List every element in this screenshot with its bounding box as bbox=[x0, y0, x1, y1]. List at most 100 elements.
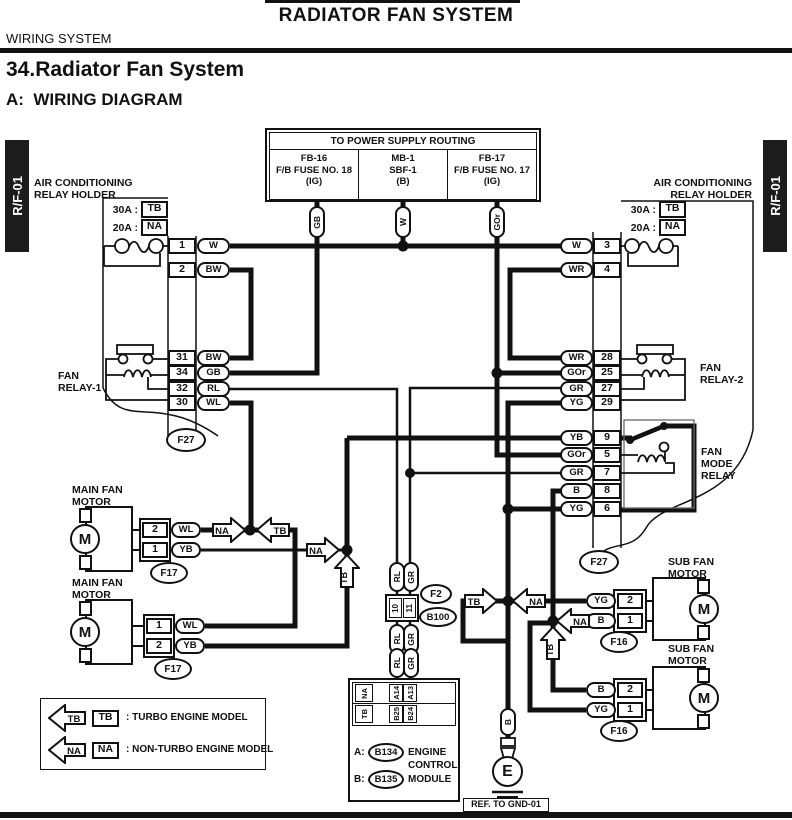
fuse-mb1-desc: SBF-1 bbox=[389, 164, 417, 176]
connector-f16-1: F16 bbox=[600, 631, 638, 653]
ecm-hdr-tb-label: TB bbox=[359, 709, 369, 719]
wire-tag-w-label: W bbox=[398, 217, 408, 227]
marker-na-arrow-1: NA bbox=[212, 517, 246, 543]
fan-relay-2-l1: FAN bbox=[700, 362, 721, 374]
main-fan-1-label: MAIN FAN MOTOR bbox=[72, 484, 162, 508]
connector-f2: F2 bbox=[420, 584, 452, 604]
pin-4: 4 bbox=[593, 262, 621, 278]
sub-fan-2-brush-bottom bbox=[697, 714, 710, 729]
pin-5: 5 bbox=[593, 447, 621, 463]
main-fan-1-body bbox=[85, 506, 133, 572]
pin-7-color: GR bbox=[560, 465, 593, 481]
left-30a-tag: TB bbox=[141, 201, 168, 218]
legend-na-text: : NON-TURBO ENGINE MODEL bbox=[126, 744, 274, 755]
pin-3-color: W bbox=[560, 238, 593, 254]
pin-8-color: B bbox=[560, 483, 593, 499]
pin-4-color: WR bbox=[560, 262, 593, 278]
fuse-fb17-type: (IG) bbox=[483, 176, 501, 187]
fuse-symbol-right bbox=[621, 238, 679, 267]
svg-text:TB: TB bbox=[68, 714, 81, 725]
mid-pin-11-label: 11 bbox=[405, 603, 414, 613]
sub-fan-1-pin-1-color: B bbox=[586, 613, 616, 629]
wire-tag-w: W bbox=[395, 206, 411, 238]
svg-text:TB: TB bbox=[339, 572, 349, 584]
pin-34-color: GB bbox=[197, 365, 230, 381]
fan-mode-relay-l1: FAN bbox=[701, 446, 722, 458]
fuse-fb16-id: FB-16 bbox=[300, 153, 328, 164]
fan-relay-1-symbol bbox=[105, 344, 168, 401]
fuse-cell-mb1: MB-1 SBF-1 (B) bbox=[358, 150, 447, 199]
ecm-hdr-na-label: NA bbox=[359, 687, 369, 699]
legend-na-arrow-icon: NA bbox=[48, 736, 86, 764]
top-edge-artifact bbox=[265, 0, 520, 3]
mid-tag-gr-low-label: GR bbox=[406, 656, 416, 670]
right-30a-tag: TB bbox=[659, 201, 686, 218]
sub-fan-1-pin-1: 1 bbox=[617, 613, 643, 629]
mid-pin-11: 11 bbox=[403, 598, 416, 618]
pin-1: 1 bbox=[168, 238, 196, 254]
fuse-cell-fb16: FB-16 F/B FUSE NO. 18 (IG) bbox=[270, 150, 358, 199]
main-fan-2-label: MAIN FAN MOTOR bbox=[72, 577, 162, 601]
main-fan-2-motor-icon: M bbox=[70, 617, 100, 647]
main-fan-2-pin-2: 2 bbox=[146, 638, 172, 654]
ecm-pin-b25: B25 bbox=[389, 705, 403, 723]
page-title: RADIATOR FAN SYSTEM bbox=[278, 5, 514, 26]
sub-fan-1-motor-icon: M bbox=[689, 594, 719, 624]
svg-text:TB: TB bbox=[468, 597, 481, 608]
legend-box bbox=[40, 698, 266, 770]
sub-fan-2-l1: SUB FAN bbox=[668, 643, 715, 655]
ecm-hdr-na: NA bbox=[355, 684, 373, 702]
pin-25: 25 bbox=[593, 365, 621, 381]
pin-9-color: YB bbox=[560, 430, 593, 446]
svg-text:NA: NA bbox=[309, 546, 323, 557]
pin-2: 2 bbox=[168, 262, 196, 278]
left-holder-label: AIR CONDITIONING RELAY HOLDER bbox=[34, 177, 164, 201]
page-tab-left-label: R/F-01 bbox=[9, 176, 25, 216]
main-fan-2-brush-bottom bbox=[79, 648, 92, 663]
sub-fan-2-pin-1: 1 bbox=[617, 702, 643, 718]
marker-tb-arrow-up-2: TB bbox=[540, 626, 566, 660]
main-fan-1-pin-1: 1 bbox=[142, 542, 168, 558]
right-20a-tag: NA bbox=[659, 219, 686, 236]
fuse-fb17-desc: F/B FUSE NO. 17 bbox=[453, 164, 530, 176]
main-fan-2-l2: MOTOR bbox=[72, 589, 111, 601]
sub-fan-2-pin-2-color: B bbox=[586, 682, 616, 698]
svg-text:NA: NA bbox=[573, 617, 587, 628]
main-fan-2-pin-1-color: WL bbox=[175, 618, 205, 634]
ecm-name-l2: CONTROL bbox=[408, 760, 458, 771]
legend-tb-tag: TB bbox=[92, 710, 119, 727]
connector-b134: B134 bbox=[368, 743, 404, 762]
connector-f27-left: F27 bbox=[166, 428, 206, 452]
ground-ref-label: REF. TO GND-01 bbox=[463, 798, 549, 812]
pin-30: 30 bbox=[168, 395, 196, 411]
pin-31: 31 bbox=[168, 350, 196, 366]
left-20a-label: 20A : bbox=[112, 222, 138, 234]
svg-text:TB: TB bbox=[274, 526, 287, 537]
fan-mode-relay-l3: RELAY bbox=[701, 470, 736, 482]
main-fan-1-pin-2: 2 bbox=[142, 522, 168, 538]
mid-tag-rl-low-label: RL bbox=[392, 657, 402, 669]
ecm-a-prefix: A: bbox=[354, 747, 365, 758]
pin-5-color: GOr bbox=[560, 447, 593, 463]
sub-fan-2-pin-2: 2 bbox=[617, 682, 643, 698]
fan-mode-relay-l2: MODE bbox=[701, 458, 733, 470]
mid-tag-gr-top: GR bbox=[403, 562, 419, 592]
mid-tag-rl-top-label: RL bbox=[392, 571, 402, 583]
sub-fan-1-pin-2: 2 bbox=[617, 593, 643, 609]
ecm-header-divider bbox=[352, 703, 456, 704]
marker-tb-arrow-1: TB bbox=[256, 517, 290, 543]
junction-dots bbox=[244, 240, 668, 627]
sub-fan-2-l2: MOTOR bbox=[668, 655, 707, 667]
mid-tag-gr-low: GR bbox=[403, 648, 419, 678]
ecm-b-prefix: B: bbox=[354, 774, 365, 785]
pin-3: 3 bbox=[593, 238, 621, 254]
pin-7: 7 bbox=[593, 465, 621, 481]
fan-mode-relay-symbol bbox=[621, 419, 695, 509]
fuse-fb16-desc: F/B FUSE NO. 18 bbox=[275, 164, 352, 176]
fan-relay-2-label: FAN RELAY-2 bbox=[700, 362, 756, 386]
marker-tb-arrow-up-1: TB bbox=[334, 554, 360, 588]
connector-f27-right: F27 bbox=[579, 550, 619, 574]
sub-heading: A: WIRING DIAGRAM bbox=[6, 90, 183, 109]
fan-relay-1-label: FAN RELAY-1 bbox=[58, 370, 106, 394]
